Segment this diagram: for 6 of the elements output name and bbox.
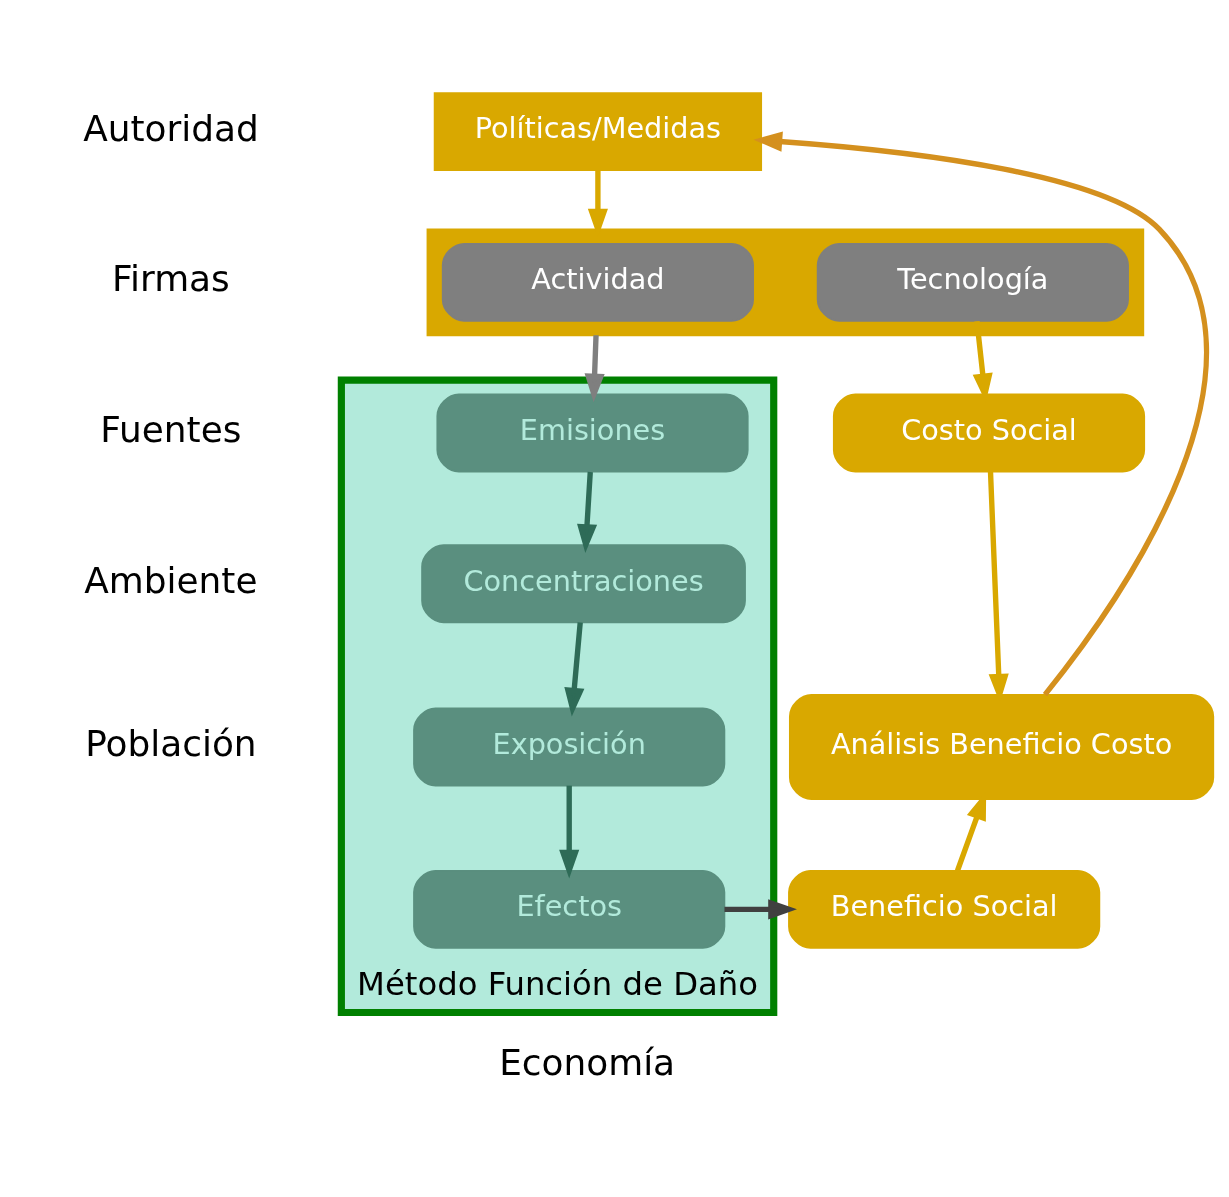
label: Población (85, 722, 257, 764)
label: Autoridad (83, 107, 259, 149)
label: Fuentes (100, 408, 242, 450)
label: Ambiente (84, 559, 258, 601)
label: Economía (499, 1041, 676, 1083)
label: Firmas (112, 257, 230, 299)
